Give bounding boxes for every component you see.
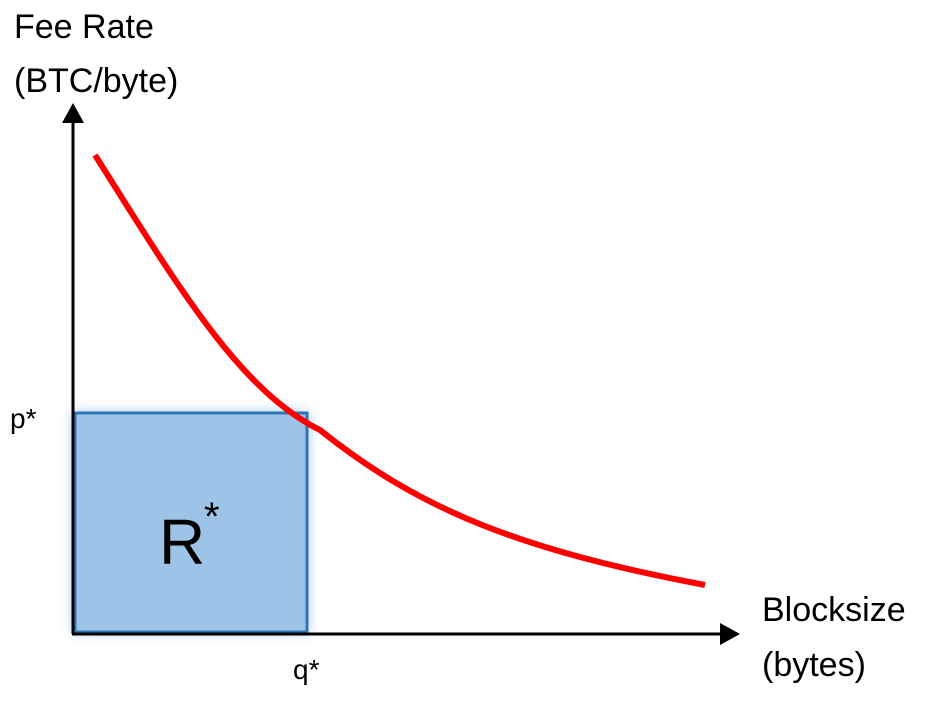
x-axis-arrowhead (720, 623, 740, 645)
region-label: R (159, 506, 205, 578)
revenue-region (73, 411, 309, 634)
y-axis-title-line1: Fee Rate (14, 8, 154, 46)
y-axis-arrowhead (62, 103, 84, 123)
x-tick-label-q-star: q* (293, 654, 320, 685)
x-axis-title-line2: (bytes) (762, 646, 866, 684)
demand-curve (92, 153, 706, 588)
x-axis-title-line1: Blocksize (762, 591, 906, 629)
y-tick-label-p-star: p* (10, 403, 37, 434)
region-label-superscript: * (204, 495, 220, 539)
y-axis-title-line2: (BTC/byte) (14, 62, 178, 100)
